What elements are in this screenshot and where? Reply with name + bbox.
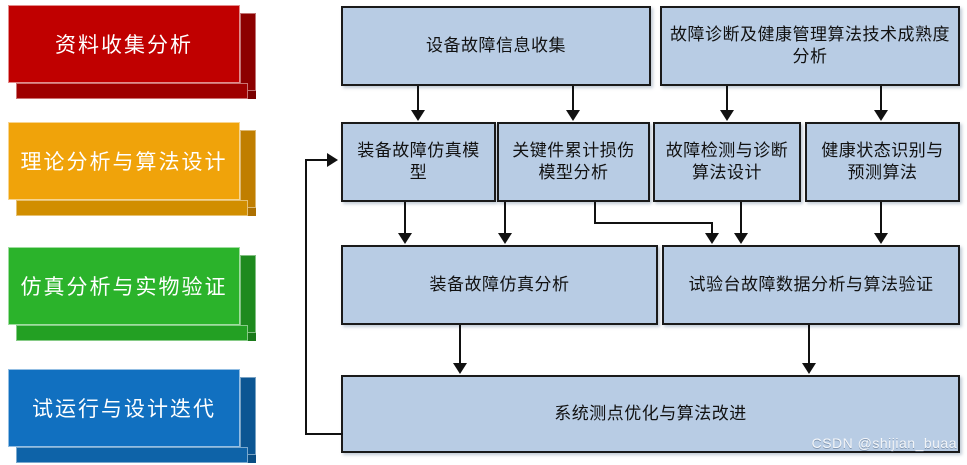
stage-banner-label: 资料收集分析: [8, 5, 240, 83]
connector-r2b1-to-r3b1: [404, 202, 406, 234]
flow-box-row3-2[interactable]: 试验台故障数据分析与算法验证: [662, 245, 960, 325]
connector-r3b1-to-r4b1: [459, 325, 461, 364]
connector-r1b2-to-r2b4: [880, 86, 882, 111]
flow-box-row4-1[interactable]: 系统测点优化与算法改进: [341, 375, 960, 453]
arrowhead-r2b4-to-r3b2: [874, 233, 888, 244]
connector-r3b2-to-r4b1: [808, 325, 810, 364]
arrowhead-r1b1-to-r2b1: [411, 110, 425, 121]
arrowhead-r2b2-to-r3b1: [498, 233, 512, 244]
connector-r2b3-to-r3b2: [740, 202, 742, 234]
flow-box-label: 健康状态识别与预测算法: [821, 141, 944, 182]
stage-banner-bottom-face: [16, 447, 248, 463]
arrowhead-r1b2-to-r2b4: [874, 110, 888, 121]
flow-box-row1-1[interactable]: 设备故障信息收集: [341, 6, 651, 86]
flow-box-label: 设备故障信息收集: [426, 36, 566, 56]
feedback-loop-vertical-segment: [305, 159, 307, 435]
connector-r2b2-to-r3b1: [504, 202, 506, 234]
stage-banner-2[interactable]: 理论分析与算法设计: [8, 122, 256, 216]
stage-banner-4[interactable]: 试运行与设计迭代: [8, 369, 256, 463]
flow-box-label: 系统测点优化与算法改进: [554, 404, 747, 424]
arrowhead-r3b1-to-r4b1: [453, 363, 467, 374]
flow-box-row2-2[interactable]: 关键件累计损伤模型分析: [497, 122, 650, 202]
connector-r1b2-to-r2b3: [726, 86, 728, 111]
flow-box-label: 装备故障仿真分析: [429, 275, 570, 295]
arrowhead-r2b3-to-r3b2: [734, 233, 748, 244]
flow-box-label: 故障诊断及健康管理算法技术成熟度分析: [670, 25, 950, 66]
connector-r2b2-elbow-vertical: [594, 202, 596, 224]
stage-banner-label: 试运行与设计迭代: [8, 369, 240, 447]
connector-r2b2-elbow-drop: [711, 222, 713, 234]
stage-banner-side-face: [240, 377, 256, 455]
stage-banner-side-face: [240, 13, 256, 91]
feedback-loop-bottom-segment: [305, 433, 343, 435]
flow-box-label: 试验台故障数据分析与算法验证: [688, 275, 934, 295]
feedback-loop-top-segment: [305, 159, 327, 161]
flow-box-label: 装备故障仿真模型: [357, 141, 480, 182]
arrowhead-r1b2-to-r2b3: [720, 110, 734, 121]
arrowhead-r2b1-to-r3b1: [398, 233, 412, 244]
connector-r1b1-to-r2b2: [572, 86, 574, 111]
flow-box-row2-3[interactable]: 故障检测与诊断算法设计: [653, 122, 801, 202]
arrowhead-feedback-loop: [327, 153, 338, 167]
stage-banner-label: 理论分析与算法设计: [8, 122, 240, 200]
flow-box-label: 故障检测与诊断算法设计: [665, 141, 789, 182]
stage-banner-bottom-face: [16, 325, 248, 341]
connector-r2b4-to-r3b2: [880, 202, 882, 234]
connector-r1b1-to-r2b1: [417, 86, 419, 111]
stage-banner-3[interactable]: 仿真分析与实物验证: [8, 247, 256, 341]
flow-box-row1-2[interactable]: 故障诊断及健康管理算法技术成熟度分析: [660, 6, 960, 86]
flow-box-row3-1[interactable]: 装备故障仿真分析: [341, 245, 658, 325]
stage-banner-label: 仿真分析与实物验证: [8, 247, 240, 325]
stage-banner-side-face: [240, 255, 256, 333]
stage-banner-1[interactable]: 资料收集分析: [8, 5, 256, 99]
stage-banner-side-face: [240, 130, 256, 208]
stage-banner-bottom-face: [16, 200, 248, 216]
flow-box-label: 关键件累计损伤模型分析: [512, 141, 635, 182]
arrowhead-r1b1-to-r2b2: [566, 110, 580, 121]
flow-box-row2-4[interactable]: 健康状态识别与预测算法: [805, 122, 960, 202]
stage-banner-bottom-face: [16, 83, 248, 99]
arrowhead-r2b2-to-r3b2: [705, 233, 719, 244]
arrowhead-r3b2-to-r4b1: [802, 363, 816, 374]
flow-box-row2-1[interactable]: 装备故障仿真模型: [341, 122, 496, 202]
connector-r2b2-elbow-horizontal: [594, 222, 713, 224]
